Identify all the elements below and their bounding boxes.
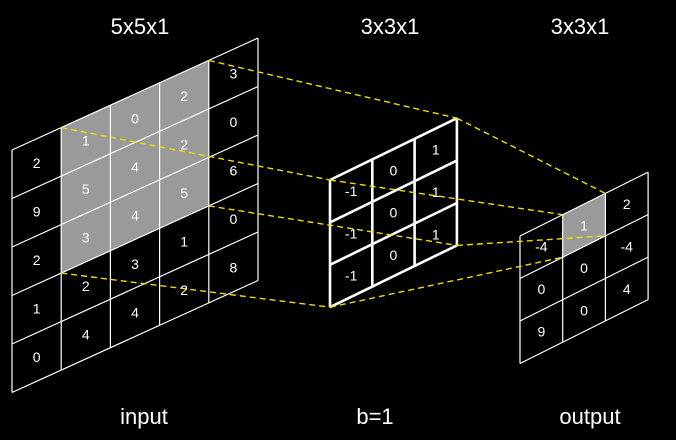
- output-title: 3x3x1: [551, 14, 610, 39]
- input-cell-value: 3: [131, 256, 139, 272]
- kernel-cell-value: -1: [345, 183, 358, 199]
- output-cell-value: 0: [537, 281, 545, 297]
- kernel-cell-value: 1: [432, 227, 440, 243]
- kernel-grid-line: [329, 244, 458, 309]
- input-highlight-cell: [159, 108, 209, 180]
- input-grid-line: [11, 37, 259, 151]
- input-cell-value: 1: [180, 233, 188, 249]
- input-cell-value: 3: [230, 65, 238, 81]
- input-kernel-connector: [208, 205, 458, 247]
- kernel-cell-value: 0: [390, 205, 398, 221]
- input-cell-value: 4: [131, 207, 139, 223]
- input-grid-line: [11, 182, 259, 297]
- input-highlight-cell: [159, 157, 209, 229]
- input-highlight-cell: [61, 153, 111, 225]
- input-grid-line: [11, 279, 259, 394]
- output-cell-value: 1: [580, 217, 588, 233]
- output-cell-value: -4: [621, 239, 634, 255]
- kernel-cell-value: 1: [432, 184, 440, 200]
- output-grid-line: [519, 256, 649, 322]
- output-cell-value: 2: [623, 196, 631, 212]
- input-cell-value: 2: [33, 252, 41, 268]
- input-cell-value: 2: [33, 155, 41, 171]
- input-highlight-cell: [159, 60, 209, 132]
- input-cell-value: 2: [180, 88, 188, 104]
- input-grid-line: [11, 231, 259, 345]
- input-kernel-connector: [208, 59, 458, 119]
- output-caption: output: [559, 404, 620, 429]
- input-highlight-cell: [110, 82, 160, 154]
- bias-caption: b=1: [356, 404, 393, 429]
- input-cell-value: 4: [82, 327, 90, 343]
- kernel-grid-line: [329, 159, 458, 224]
- output-grid-line: [519, 214, 649, 280]
- input-cell-value: 5: [180, 185, 188, 201]
- input-cell-value: 4: [131, 304, 139, 320]
- input-cell-value: 0: [131, 110, 139, 126]
- kernel-cell-value: 1: [432, 142, 440, 158]
- input-cell-value: 2: [82, 278, 90, 294]
- input-cell-value: 1: [33, 301, 41, 317]
- input-title: 5x5x1: [111, 14, 170, 39]
- output-grid-line: [519, 171, 649, 237]
- input-highlight-cell: [61, 105, 111, 177]
- kernel-cell-value: 0: [390, 247, 398, 263]
- output-cell-value: 9: [537, 324, 545, 340]
- input-cell-value: 5: [82, 181, 90, 197]
- kernel-cell-value: 0: [390, 162, 398, 178]
- input-cell-value: 2: [180, 136, 188, 152]
- kernel-output-connector: [329, 256, 563, 308]
- input-cell-value: 4: [131, 159, 139, 175]
- input-kernel-connector: [61, 272, 331, 308]
- input-cell-value: 2: [180, 282, 188, 298]
- output-cell-value: 4: [623, 281, 631, 297]
- output-cell-value: -4: [535, 239, 548, 255]
- kernel-cell-value: -1: [345, 268, 358, 284]
- input-highlight-cell: [61, 202, 111, 274]
- input-kernel-connector: [61, 126, 331, 181]
- kernel-output-connector: [456, 235, 606, 247]
- kernel-title: 3x3x1: [361, 14, 420, 39]
- kernel-grid-line: [329, 117, 458, 182]
- input-grid-line: [11, 134, 259, 248]
- input-cell-value: 9: [33, 204, 41, 220]
- output-cell-value: 0: [580, 302, 588, 318]
- input-caption: input: [120, 404, 168, 429]
- output-cell-value: 0: [580, 260, 588, 276]
- input-cell-value: 8: [230, 259, 238, 275]
- input-cell-value: 0: [33, 349, 41, 365]
- input-highlight-cell: [110, 179, 160, 251]
- input-cell-value: 3: [82, 230, 90, 246]
- input-cell-value: 6: [230, 162, 238, 178]
- kernel-output-connector: [456, 117, 606, 195]
- input-cell-value: 0: [230, 211, 238, 227]
- output-highlight-cell: [562, 193, 606, 258]
- input-highlight-cell: [110, 131, 160, 203]
- input-cell-value: 0: [230, 114, 238, 130]
- kernel-cell-value: -1: [345, 225, 358, 241]
- input-cell-value: 1: [82, 133, 90, 149]
- kernel-grid-line: [329, 201, 458, 266]
- output-grid-line: [519, 299, 649, 365]
